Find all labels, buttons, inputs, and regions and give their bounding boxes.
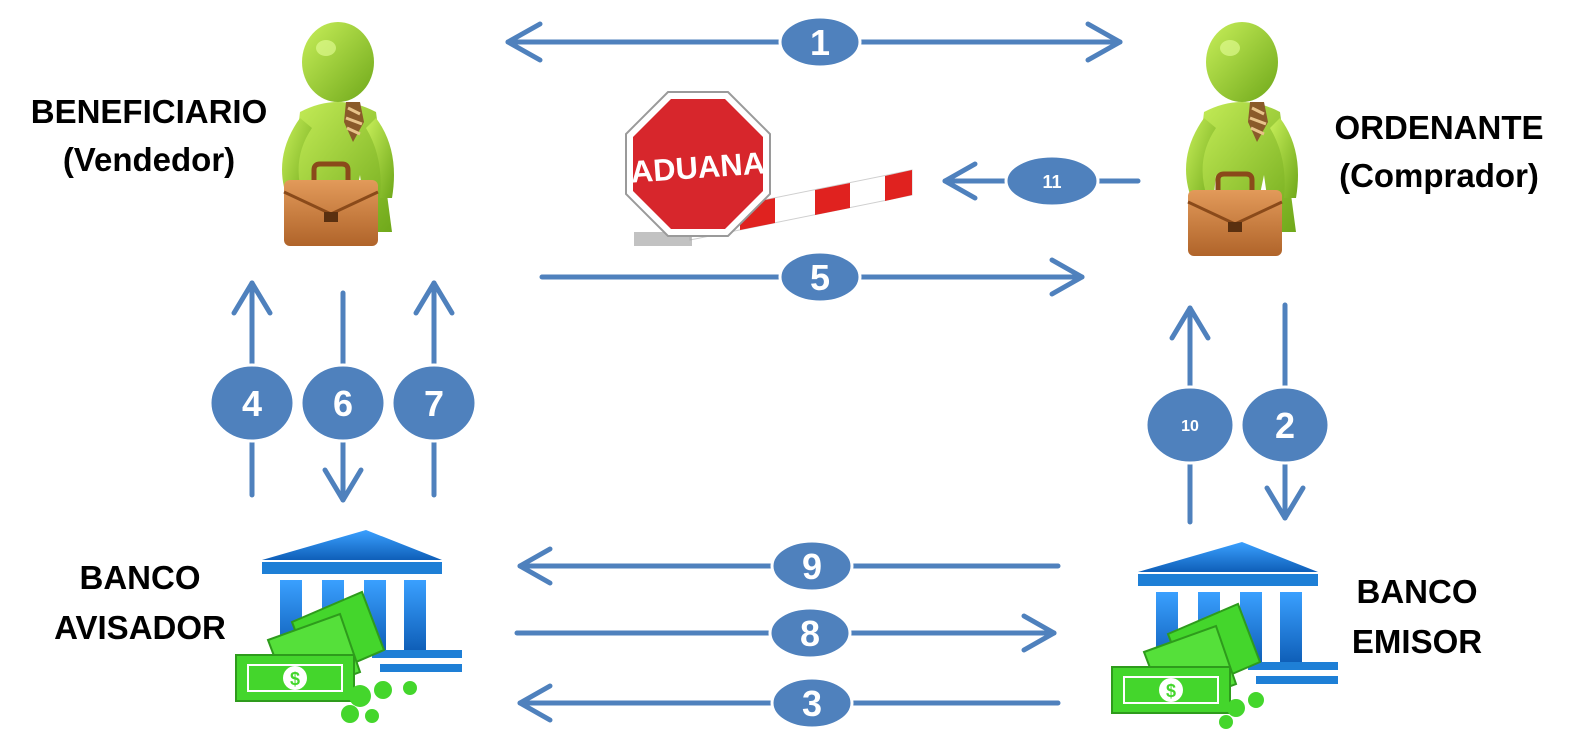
arrows: [231, 21, 1306, 723]
beneficiary-role: BENEFICIARIO: [30, 93, 268, 130]
svg-text:$: $: [1166, 681, 1176, 701]
step-number: 11: [1042, 172, 1061, 192]
issuing-bank-label: BANCO EMISOR: [1322, 572, 1512, 662]
step-badges: 1 11 5 4 6 7 10 2: [208, 15, 1331, 730]
issuing-bank-line1: BANCO: [1356, 573, 1478, 610]
step-badge-2: 2: [1239, 385, 1331, 465]
step-badge-5: 5: [778, 250, 862, 304]
orderer-label: ORDENANTE (Comprador): [1308, 108, 1570, 196]
orderer-subtitle: (Comprador): [1339, 157, 1539, 194]
advising-bank-line2: AVISADOR: [54, 609, 226, 646]
customs-barrier-icon: ADUANA: [625, 91, 913, 246]
step-number: 5: [810, 257, 830, 298]
step-badge-7: 7: [390, 363, 478, 443]
advising-bank-icon: $: [235, 530, 462, 723]
step-number: 7: [424, 383, 444, 424]
step-number: 9: [802, 546, 822, 587]
issuing-bank-icon: $: [1111, 542, 1338, 729]
step-number: 10: [1181, 418, 1199, 435]
beneficiary-figure-icon: [282, 22, 394, 246]
step-badge-4: 4: [208, 363, 296, 443]
step-badge-8: 8: [768, 606, 852, 660]
step-number: 8: [800, 613, 820, 654]
orderer-figure-icon: [1186, 22, 1298, 256]
step-badge-3: 3: [770, 676, 854, 730]
step-number: 4: [242, 383, 262, 424]
advising-bank-label: BANCO AVISADOR: [40, 558, 240, 648]
advising-bank-line1: BANCO: [79, 559, 201, 596]
money-icon: $: [235, 590, 417, 723]
svg-text:$: $: [290, 669, 300, 689]
step-badge-9: 9: [770, 539, 854, 593]
step-number: 6: [333, 383, 353, 424]
beneficiary-label: BENEFICIARIO (Vendedor): [6, 92, 292, 180]
step-badge-1: 1: [778, 15, 862, 69]
step-number: 3: [802, 683, 822, 724]
step-badge-10: 10: [1144, 385, 1236, 465]
money-icon: $: [1111, 602, 1264, 729]
step-badge-6: 6: [299, 363, 387, 443]
step-number: 1: [810, 22, 830, 63]
orderer-role: ORDENANTE: [1334, 109, 1544, 146]
step-number: 2: [1275, 405, 1295, 446]
beneficiary-subtitle: (Vendedor): [62, 141, 236, 178]
issuing-bank-line2: EMISOR: [1351, 623, 1483, 660]
step-badge-11: 11: [1004, 154, 1100, 208]
